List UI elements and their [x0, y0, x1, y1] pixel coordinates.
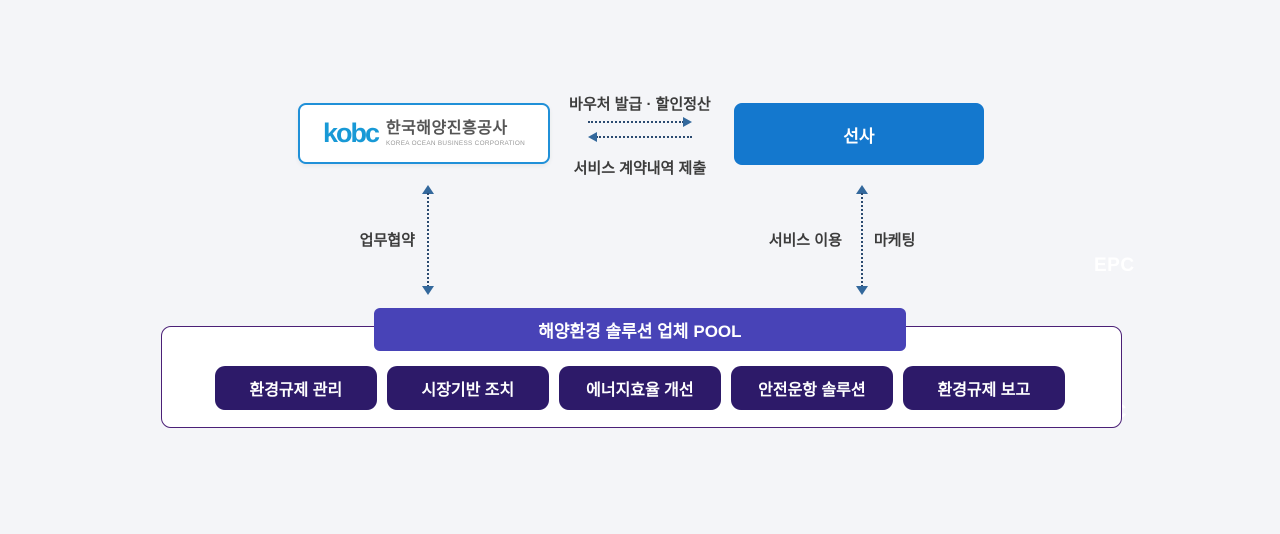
- pool-item-env-regulation-mgmt: 환경규제 관리: [215, 366, 377, 410]
- business-agreement-label: 업무협약: [359, 232, 415, 249]
- pool-item-energy-efficiency: 에너지효율 개선: [559, 366, 721, 410]
- right-double-arrow-icon: [856, 185, 868, 295]
- dotted-line: [861, 193, 863, 287]
- kobc-organization-box: kobc 한국해양진흥공사 KOREA OCEAN BUSINESS CORPO…: [298, 103, 550, 164]
- marketing-label: 마케팅: [874, 232, 916, 249]
- contract-submit-label: 서비스 계약내역 제출: [573, 160, 707, 177]
- arrowhead-up-icon: [856, 185, 868, 194]
- dotted-line: [588, 121, 684, 123]
- pool-item-env-regulation-report: 환경규제 보고: [903, 366, 1065, 410]
- shipper-box: 선사: [734, 103, 984, 165]
- arrowhead-up-icon: [422, 185, 434, 194]
- arrow-left-icon: [588, 132, 692, 142]
- arrowhead-right-icon: [683, 117, 692, 127]
- kobc-logo: kobc: [322, 118, 380, 148]
- dotted-line: [427, 193, 429, 287]
- arrowhead-down-icon: [856, 286, 868, 295]
- pool-item-market-measures: 시장기반 조치: [387, 366, 549, 410]
- dotted-line: [596, 136, 692, 138]
- arrow-right-icon: [588, 117, 692, 127]
- arrowhead-down-icon: [422, 286, 434, 295]
- kobc-name-english: KOREA OCEAN BUSINESS CORPORATION: [385, 140, 526, 148]
- kobc-name-korean: 한국해양진흥공사: [385, 119, 508, 137]
- arrowhead-left-icon: [588, 132, 597, 142]
- pool-item-safe-navigation: 안전운항 솔루션: [731, 366, 893, 410]
- service-use-label: 서비스 이용: [768, 232, 842, 249]
- epc-watermark: EPC: [1094, 255, 1135, 276]
- kobc-name-block: 한국해양진흥공사 KOREA OCEAN BUSINESS CORPORATIO…: [386, 120, 525, 148]
- voucher-issuance-label: 바우처 발급 · 할인정산: [569, 96, 711, 113]
- pool-header: 해양환경 솔루션 업체 POOL: [374, 308, 906, 351]
- left-double-arrow-icon: [422, 185, 434, 295]
